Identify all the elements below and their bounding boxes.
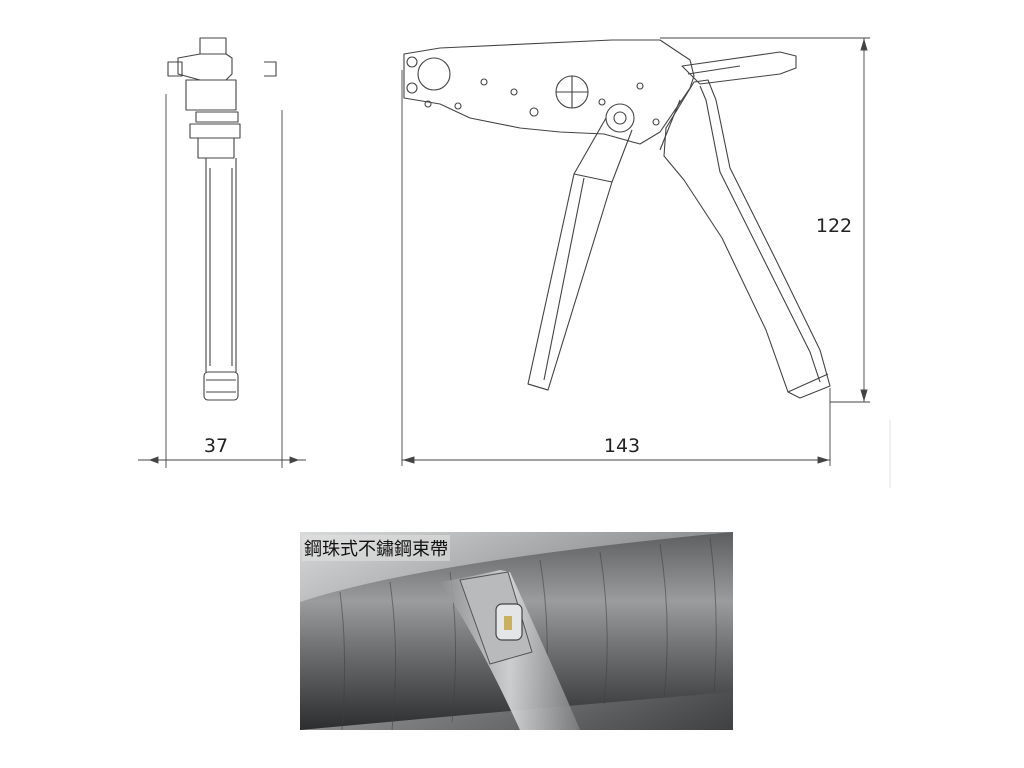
pipe-with-steel-tie-image [300,532,733,730]
front-view [403,39,831,399]
dimension-width-label: 37 [204,435,228,457]
photo-caption: 鋼珠式不鏽鋼束帶 [302,535,450,561]
dimension-height-label: 122 [816,215,852,237]
side-view [167,37,277,401]
dimension-length-label: 143 [604,435,640,457]
tool-technical-drawing: 37 143 122 [138,37,891,488]
cable-tie-photo: 鋼珠式不鏽鋼束帶 [300,532,733,730]
